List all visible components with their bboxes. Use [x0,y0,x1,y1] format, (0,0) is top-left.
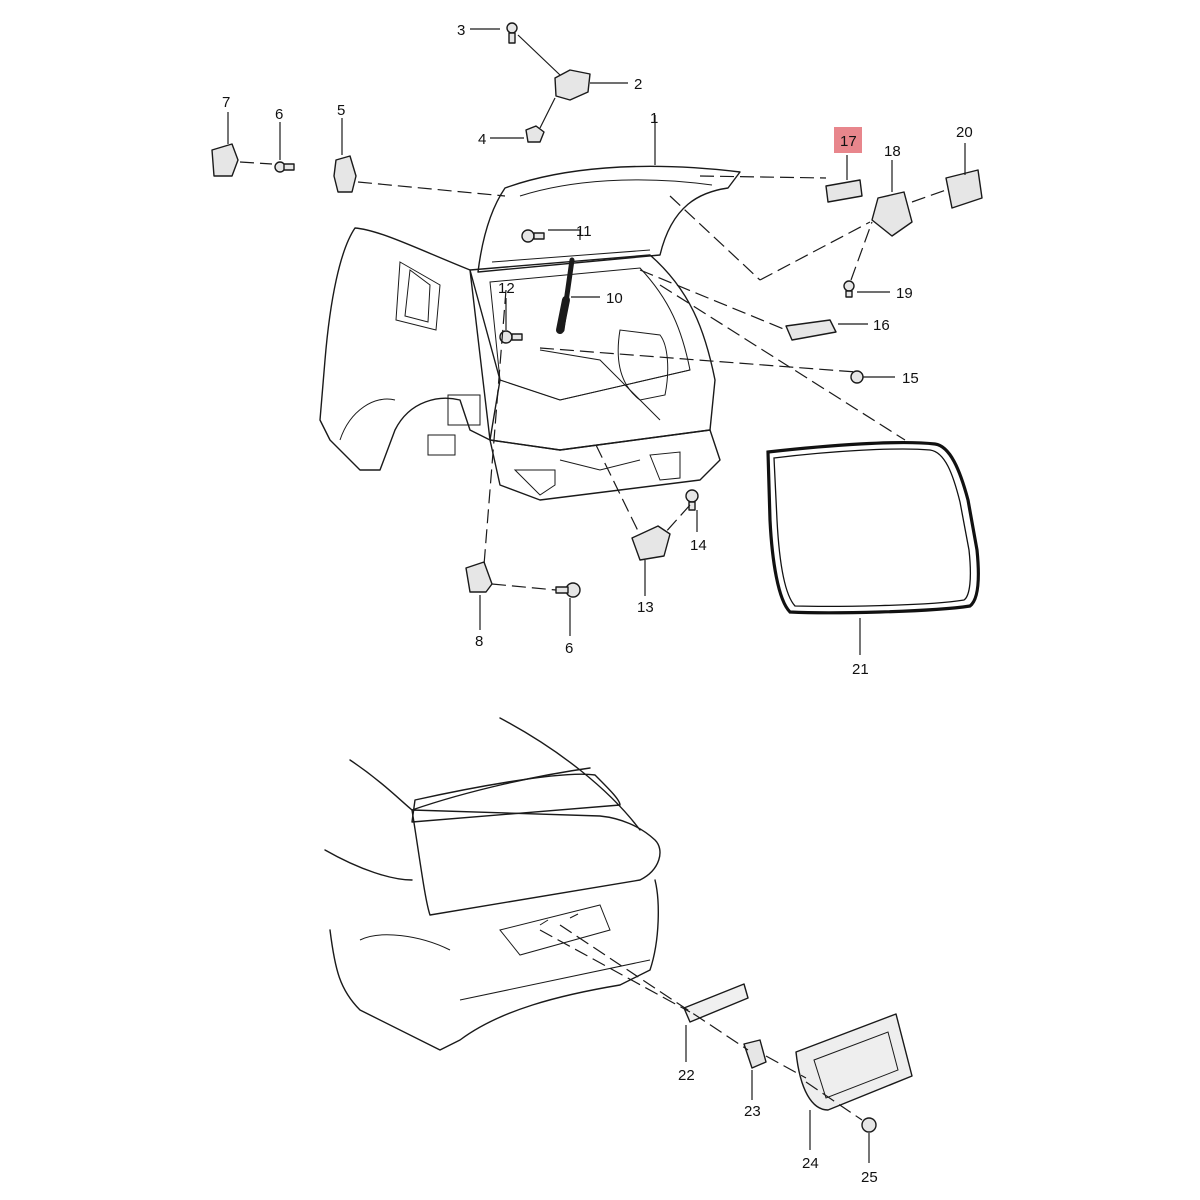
gas-strut [556,257,575,334]
handle-16 [785,319,837,341]
callout-17: 17 [840,133,857,150]
callout-11: 11 [576,223,592,240]
cap-7 [211,143,239,177]
callout-19: 19 [896,285,913,302]
callout-4: 4 [478,131,486,148]
leader-lines-lower [539,924,870,1163]
callout-21: 21 [852,661,869,678]
buffer-8 [465,561,493,593]
plate-holder-24 [795,1013,913,1111]
callout-22: 22 [678,1067,695,1084]
callout-16: 16 [873,317,890,334]
latch-18 [871,191,913,237]
hook-5 [333,155,357,193]
nut-4 [525,125,545,143]
nut-15 [850,370,864,384]
screw-25 [861,1117,877,1133]
callout-highlight [834,127,862,153]
callout-23: 23 [744,1103,761,1120]
bracket-20 [945,169,983,209]
callout-18: 18 [884,143,901,160]
callout-2: 2 [634,76,642,93]
callout-13: 13 [637,599,654,616]
callout-15: 15 [902,370,919,387]
light-17 [825,179,863,203]
callout-6-bottom: 6 [565,640,573,657]
callout-6-top: 6 [275,106,283,123]
leader-lines-upper [227,28,966,655]
callout-12: 12 [498,280,515,297]
callout-10: 10 [606,290,623,307]
lock-13 [631,525,671,561]
tailgate-seal [766,440,980,615]
callout-24: 24 [802,1155,819,1172]
callout-14: 14 [690,537,707,554]
bolt-6-bottom [555,582,581,598]
plate-strip-22 [683,983,749,1023]
callout-8: 8 [475,633,483,650]
hinge-bracket [554,69,591,101]
vehicle-rear-body-open-tailgate [319,165,741,501]
vehicle-rear-closed [324,717,661,1051]
callout-25: 25 [861,1169,878,1186]
bolt-12 [499,330,523,344]
callout-7: 7 [222,94,230,111]
callout-labels: 3 2 4 1 7 6 5 11 12 10 17 18 20 19 16 15… [222,22,973,1186]
callout-20: 20 [956,124,973,141]
clip-23 [743,1039,767,1069]
callout-5: 5 [337,102,345,119]
bolt-6-top [274,161,295,173]
callout-1: 1 [650,110,658,127]
bolt-14 [685,489,699,511]
bolt-11 [521,229,545,243]
screw-19 [843,280,855,298]
callout-3: 3 [457,22,465,39]
bolt-3 [506,22,518,44]
